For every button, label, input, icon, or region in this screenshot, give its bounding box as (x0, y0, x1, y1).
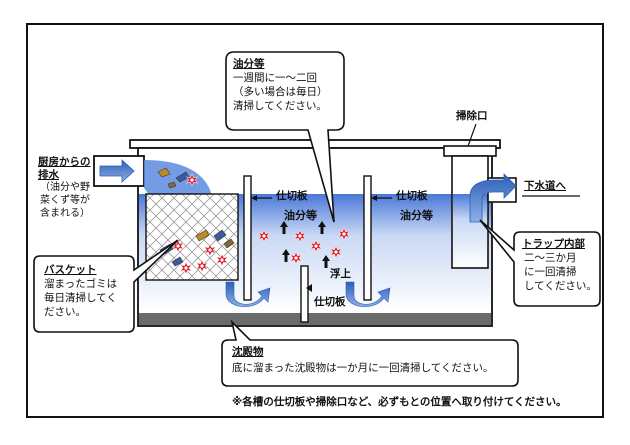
sediment-callout-bubble (221, 319, 519, 387)
partition-center (300, 265, 309, 323)
inlet-title-2: 排水 (38, 169, 59, 181)
inlet-note-2: 菜くず等が (40, 195, 90, 206)
partition-left-label: 仕切板 (276, 190, 308, 202)
cleanout-cap (443, 145, 497, 157)
partition-left (243, 175, 252, 301)
inlet-note-1: （油分や野 (40, 182, 90, 193)
cleanout-label: 掃除口 (456, 110, 488, 122)
oil-callout-line-1: 一週間に一～二回 (233, 72, 317, 84)
flow-arrow-right (345, 281, 391, 307)
oil-callout-bubble (225, 51, 345, 223)
flow-arrow-left (225, 281, 271, 307)
sediment-callout-title: 沈殿物 (232, 346, 264, 358)
trap-callout-title: トラップ内部 (522, 238, 585, 250)
basket-callout-line-1: 溜まったゴミは (44, 278, 118, 290)
oil-label-left: 油分等 (284, 209, 317, 222)
partition-left-leader-head (251, 195, 257, 201)
trap-callout-bubble (479, 219, 601, 307)
sediment-callout-line: 底に溜まった沈殿物は一か月に一回清掃してください。 (232, 362, 494, 374)
outlet-label: 下水道へ (524, 180, 566, 192)
basket (145, 193, 239, 281)
partition-right-leader-head (371, 195, 377, 201)
basket-callout-line-3: ださい。 (44, 306, 86, 318)
inlet-arrow (99, 159, 135, 183)
basket-callout-line-2: 毎日清掃してく (44, 292, 117, 304)
basket-callout-bubble (33, 239, 179, 333)
oil-callout-title: 油分等 (233, 58, 265, 70)
oil-label-right: 油分等 (400, 209, 433, 222)
inlet-title: 厨房からの (38, 156, 91, 168)
oil-callout-line-2: （多い場合は毎日） (233, 86, 328, 98)
partition-center-label: 仕切板 (314, 296, 346, 308)
partition-right (363, 175, 372, 301)
trap-callout-line-1: 二～三か月 (524, 252, 577, 264)
partition-center-leader-head (306, 284, 312, 292)
inlet-note-3: 含まれる） (40, 208, 90, 219)
outlet-arrow (469, 173, 517, 223)
float-label: 浮上 (330, 268, 351, 280)
cleanout-leader (467, 123, 477, 147)
basket-callout-title: バスケット (44, 264, 97, 276)
trap-callout-line-2: に一回清掃 (524, 266, 577, 278)
debris-in-stream (157, 167, 199, 189)
trap-callout-line-3: してください。 (524, 280, 597, 292)
partition-right-label: 仕切板 (396, 190, 428, 202)
oil-callout-line-3: 清掃してください。 (233, 100, 327, 112)
sediment-layer (139, 313, 491, 325)
footnote: ※各槽の仕切板や掃除口など、必ずもとの位置へ取り付けてください。 (232, 396, 567, 408)
